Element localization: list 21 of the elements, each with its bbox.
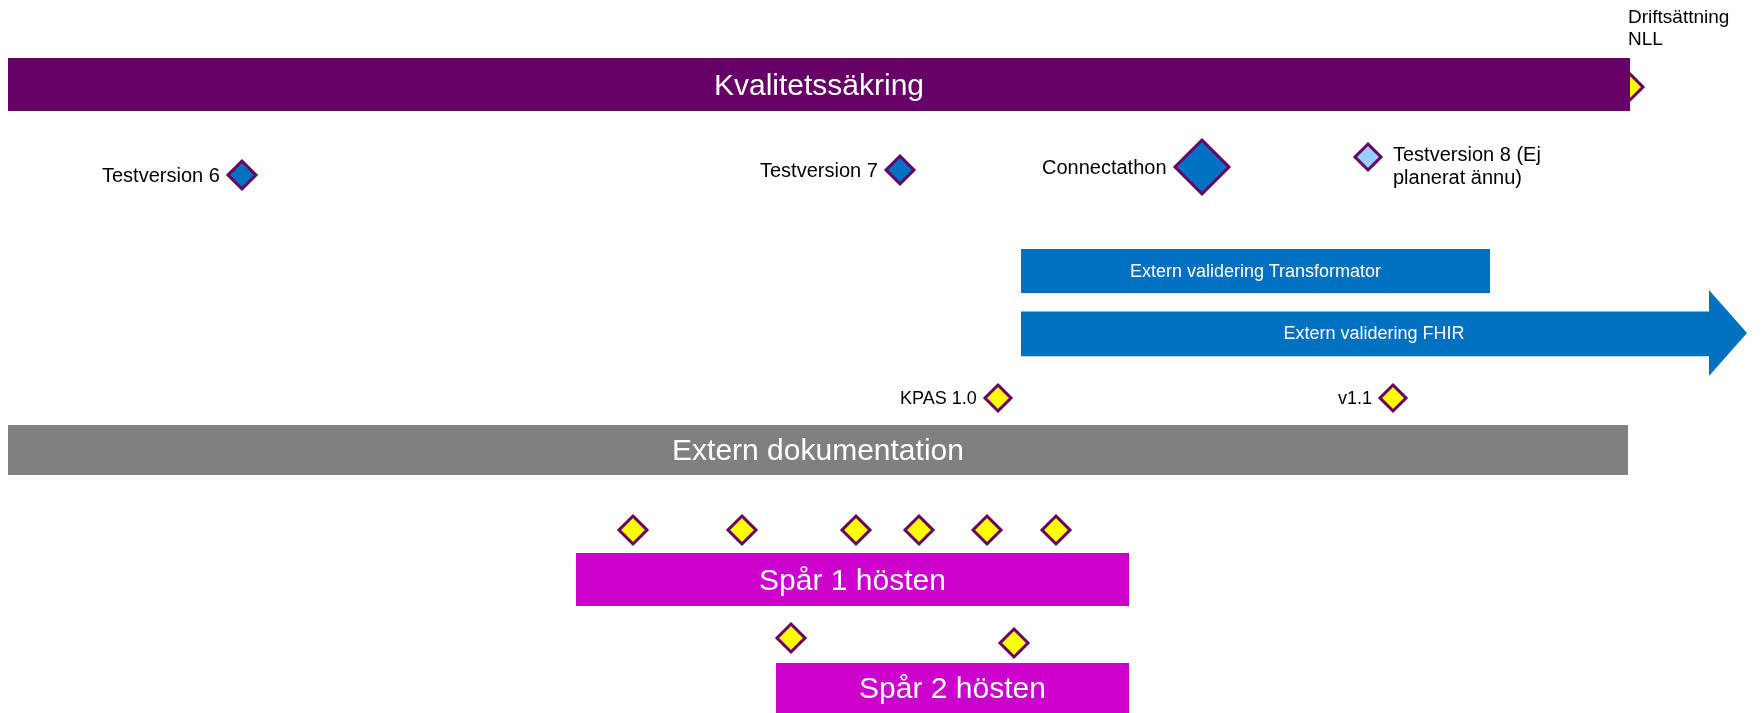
timeline-bar: Extern dokumentation [8, 425, 1628, 475]
milestone-diamond [902, 513, 936, 547]
milestone-diamond [1039, 513, 1073, 547]
timeline-bar: Kvalitetssäkring [8, 58, 1630, 111]
milestone-diamond [616, 513, 650, 547]
milestone-label: KPAS 1.0 [900, 387, 977, 409]
milestone-label: Testversion 7 [760, 158, 878, 182]
milestone-label: Testversion 6 [102, 163, 220, 187]
timeline-bar: Spår 1 hösten [576, 553, 1129, 606]
milestone-label: v1.1 [1338, 387, 1373, 409]
timeline-bar: Extern validering Transformator [1021, 249, 1490, 293]
milestone-diamond [997, 626, 1031, 660]
milestone-label: Testversion 8 (Ej planerat ännu) [1393, 143, 1542, 189]
milestone-diamond [839, 513, 873, 547]
milestone-diamond [970, 513, 1004, 547]
milestone-diamond [725, 513, 759, 547]
timeline-bar: Spår 2 hösten [776, 663, 1129, 713]
milestone-label: Connectathon [1042, 155, 1167, 179]
milestone-diamond [774, 621, 808, 655]
milestone-label: Driftsättning NLL [1628, 6, 1731, 50]
timeline-bar: Extern validering FHIR [1021, 290, 1747, 376]
